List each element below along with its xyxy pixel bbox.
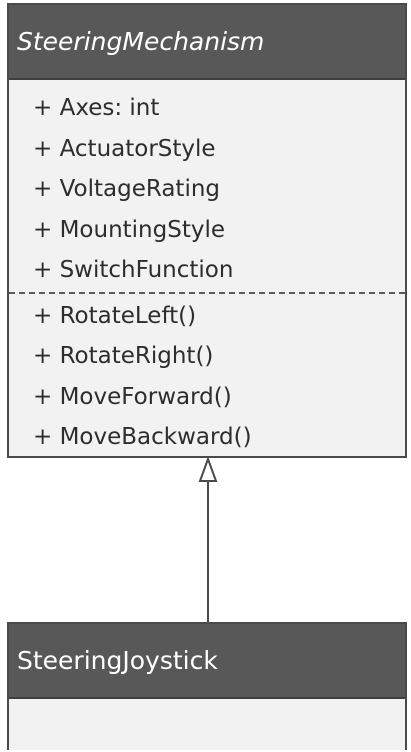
class-steering-mechanism: SteeringMechanism + Axes: int + Actuator… (7, 3, 407, 458)
attribute: + VoltageRating (33, 176, 221, 202)
attribute: + Axes: int (33, 95, 160, 121)
compartment-divider (9, 291, 405, 294)
operation: + MoveForward() (33, 383, 232, 410)
attributes-compartment: + Axes: int + ActuatorStyle + VoltageRat… (9, 80, 405, 291)
operation: + RotateLeft() (33, 302, 197, 329)
attribute: + MountingStyle (33, 216, 226, 243)
operation: + RotateRight() (33, 343, 214, 369)
attribute: + SwitchFunction (33, 257, 234, 283)
class-name: SteeringMechanism (9, 5, 405, 80)
class-name: SteeringJoystick (9, 624, 405, 699)
operation: + MoveBackward() (33, 424, 252, 450)
inheritance-arrowhead (198, 456, 218, 482)
empty-compartment (9, 699, 405, 750)
class-steering-joystick: SteeringJoystick (7, 622, 407, 750)
operations-compartment: + RotateLeft() + RotateRight() + MoveFor… (9, 294, 405, 458)
attribute: + ActuatorStyle (33, 135, 216, 162)
